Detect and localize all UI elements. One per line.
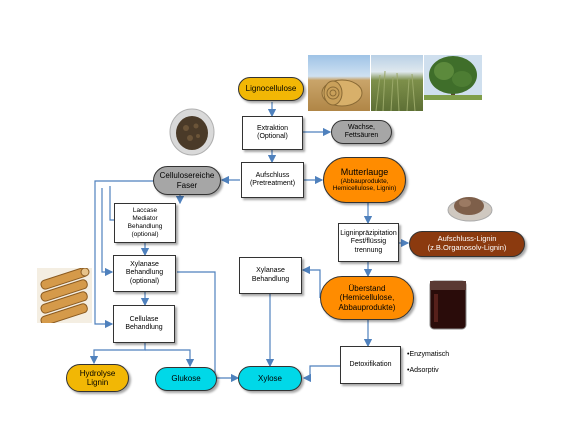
xylose-node: Xylose [238,366,302,391]
line-faser-bypass-inner [109,186,114,221]
lignin-powder-photo [444,186,494,224]
detoxifikation-box: Detoxifikation [340,346,401,384]
line-faser-bypass-outer [94,180,155,329]
mutterlauge-title: Mutterlauge [340,167,389,178]
ligninpraezipitation-box: Ligninpräzipitation Fest/flüssig trennun… [338,223,399,262]
xylanase-box: Xylanase Behandlung [239,257,302,294]
adsorptiv-note: •Adsorptiv [407,367,439,374]
mutterlauge-subtitle: (Abbauprodukte, Hemicellulose, Lignin) [332,177,397,193]
straw-bale-photo [308,55,370,111]
dark-liquid-jar-photo [424,278,472,331]
poplar-tree-photo [424,55,482,100]
ueberstand-node: Überstand (Hemicellulose, Abbauprodukte) [320,276,414,320]
aufschluss-box: Aufschluss (Pretreatment) [241,162,304,198]
lignocellulose-node: Lignocellulose [238,77,304,101]
line-xylanase-opt-xylose [177,271,240,383]
laccase-box: Laccase Mediator Behandlung (optional) [114,203,176,243]
cellulase-box: Cellulase Behandlung [113,305,175,343]
hydrolyse-lignin-node: Hydrolyse Lignin [66,364,129,392]
aufschluss-lignin-node: Aufschluss-Lignin (z.B.Organosolv-Lignin… [409,231,525,257]
xylanase-optional-box: Xylanase Behandlung (optional) [113,255,176,292]
glukose-node: Glukose [155,367,217,391]
enzymatisch-note: •Enzymatisch [407,351,450,358]
line-ueberstand-xylanase [301,265,321,298]
extraktion-box: Extraktion (Optional) [242,116,303,150]
line-cellulase-split [89,343,146,365]
wachse-node: Wachse, Fettsäuren [331,120,392,144]
wood-logs-photo [37,268,92,323]
mutterlauge-node: Mutterlauge (Abbauprodukte, Hemicellulos… [323,157,406,203]
fiber-dish-photo [168,106,216,159]
line-cellulase-glukose [145,349,195,368]
cellulosereiche-faser-node: Cellulosereiche Faser [153,166,221,195]
grass-field-photo [371,55,423,111]
line-faser-bypass-mid [101,188,114,277]
line-detox-xylose [302,365,340,383]
